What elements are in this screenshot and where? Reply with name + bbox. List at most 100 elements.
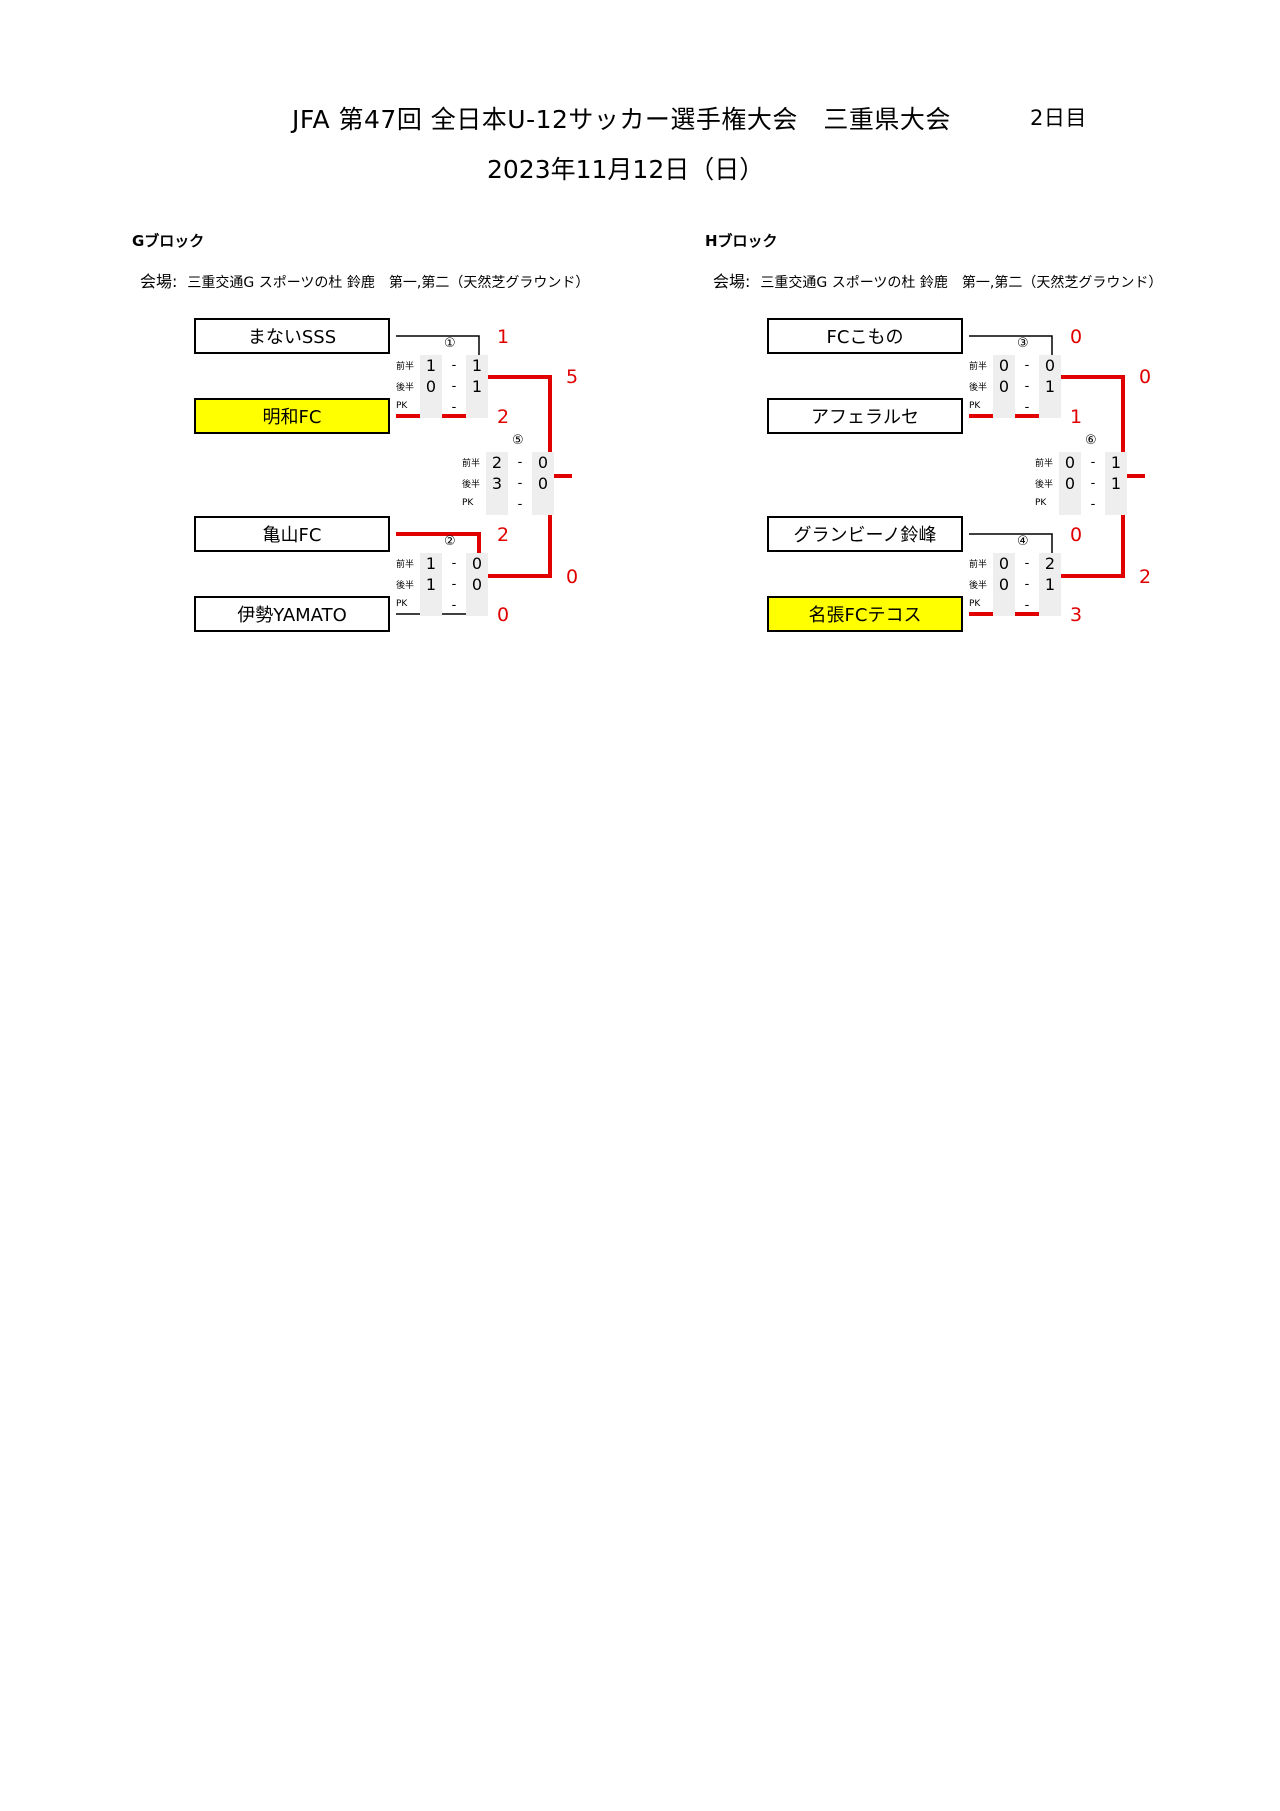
score-cell: [486, 494, 508, 515]
score-dash: -: [1024, 358, 1030, 373]
first-half-label: 前半: [969, 362, 988, 372]
match-number: ①: [444, 336, 456, 351]
team-slot-winner: 名張FCテコス: [767, 596, 963, 632]
team-slot: グランビーノ鈴峰: [767, 516, 963, 552]
first-half-label: 前半: [1035, 459, 1054, 469]
team-total-score: 0: [497, 604, 510, 626]
score-cell: 0: [993, 553, 1015, 574]
day-label: 2日目: [1030, 106, 1087, 130]
bracket-block-h: Hブロック 会場: 三重交通G スポーツの杜 鈴鹿 第一,第二（天然芝グラウンド）…: [705, 226, 1280, 666]
score-cell: 1: [1105, 452, 1127, 473]
score-cell: 0: [1059, 452, 1081, 473]
match-date: 2023年11月12日（日）: [487, 155, 765, 184]
first-half-label: 前半: [462, 459, 481, 469]
pk-label: PK: [396, 401, 408, 411]
score-cell: 3: [486, 473, 508, 494]
score-cell: [1105, 494, 1127, 515]
score-cell: 1: [1039, 376, 1061, 397]
score-dash: -: [517, 476, 523, 491]
score-cell: 0: [1059, 473, 1081, 494]
second-half-label: 後半: [1035, 480, 1054, 490]
team-total-score: 2: [497, 406, 510, 428]
score-cell: 0: [466, 553, 488, 574]
score-cell: [1039, 595, 1061, 616]
score-cell: 0: [993, 574, 1015, 595]
score-cell: 0: [420, 376, 442, 397]
match-number: ④: [1017, 534, 1029, 549]
score-cell: [466, 397, 488, 418]
pk-label: PK: [396, 599, 408, 609]
team-slot: 伊勢YAMATO: [194, 596, 390, 632]
match-number: ⑤: [512, 433, 524, 448]
score-dash: -: [1024, 598, 1030, 613]
team-total-score: 1: [497, 326, 510, 348]
pk-label: PK: [1035, 498, 1047, 508]
pk-label: PK: [462, 498, 474, 508]
score-dash: -: [1090, 476, 1096, 491]
team-slot: FCこもの: [767, 318, 963, 354]
match-number: ③: [1017, 336, 1029, 351]
team-total-score: 1: [1070, 406, 1083, 428]
venue-label: 会場:: [140, 272, 178, 291]
score-cell: 1: [1039, 574, 1061, 595]
score-cell: 0: [993, 376, 1015, 397]
pk-label: PK: [969, 401, 981, 411]
score-cell: 1: [1105, 473, 1127, 494]
venue-name: 三重交通G スポーツの杜 鈴鹿 第一,第二（天然芝グラウンド）: [760, 275, 1163, 291]
first-half-label: 前半: [396, 362, 415, 372]
second-half-label: 後半: [396, 581, 415, 591]
venue-label: 会場:: [713, 272, 751, 291]
team-total-score: 0: [1070, 524, 1083, 546]
bracket-block-g: Gブロック 会場: 三重交通G スポーツの杜 鈴鹿 第一,第二（天然芝グラウンド）…: [132, 226, 712, 666]
score-dash: -: [517, 455, 523, 470]
score-dash: -: [1090, 455, 1096, 470]
venue-name: 三重交通G スポーツの杜 鈴鹿 第一,第二（天然芝グラウンド）: [187, 275, 590, 291]
score-cell: 1: [466, 355, 488, 376]
team-slot: まないSSS: [194, 318, 390, 354]
score-dash: -: [1024, 400, 1030, 415]
team-total-score: 5: [566, 366, 579, 388]
block-title: Gブロック: [132, 232, 205, 250]
second-half-label: 後半: [969, 383, 988, 393]
score-dash: -: [451, 598, 457, 613]
score-dash: -: [451, 379, 457, 394]
score-dash: -: [451, 556, 457, 571]
score-dash: -: [451, 358, 457, 373]
team-total-score: 3: [1070, 604, 1083, 626]
tournament-title: JFA 第47回 全日本U-12サッカー選手権大会 三重県大会: [292, 105, 951, 134]
score-cell: [420, 595, 442, 616]
score-cell: 1: [420, 355, 442, 376]
team-total-score: 0: [1139, 366, 1152, 388]
score-dash: -: [451, 400, 457, 415]
score-cell: [466, 595, 488, 616]
score-dash: -: [1024, 556, 1030, 571]
score-dash: -: [517, 497, 523, 512]
team-total-score: 0: [566, 566, 579, 588]
score-cell: 1: [420, 574, 442, 595]
pk-label: PK: [969, 599, 981, 609]
first-half-label: 前半: [969, 560, 988, 570]
block-title: Hブロック: [705, 232, 778, 250]
score-cell: 0: [993, 355, 1015, 376]
team-total-score: 2: [1139, 566, 1152, 588]
score-cell: 1: [420, 553, 442, 574]
score-cell: [993, 595, 1015, 616]
match-number: ⑥: [1085, 433, 1097, 448]
first-half-label: 前半: [396, 560, 415, 570]
score-cell: 2: [486, 452, 508, 473]
venue-line: 会場: 三重交通G スポーツの杜 鈴鹿 第一,第二（天然芝グラウンド）: [140, 268, 589, 292]
score-cell: 2: [1039, 553, 1061, 574]
score-cell: 1: [466, 376, 488, 397]
venue-line: 会場: 三重交通G スポーツの杜 鈴鹿 第一,第二（天然芝グラウンド）: [713, 268, 1162, 292]
score-cell: 0: [532, 452, 554, 473]
score-dash: -: [1024, 577, 1030, 592]
score-cell: [993, 397, 1015, 418]
score-cell: [420, 397, 442, 418]
score-cell: 0: [532, 473, 554, 494]
team-slot: 亀山FC: [194, 516, 390, 552]
score-dash: -: [1090, 497, 1096, 512]
score-dash: -: [1024, 379, 1030, 394]
score-cell: [532, 494, 554, 515]
team-total-score: 0: [1070, 326, 1083, 348]
second-half-label: 後半: [462, 480, 481, 490]
